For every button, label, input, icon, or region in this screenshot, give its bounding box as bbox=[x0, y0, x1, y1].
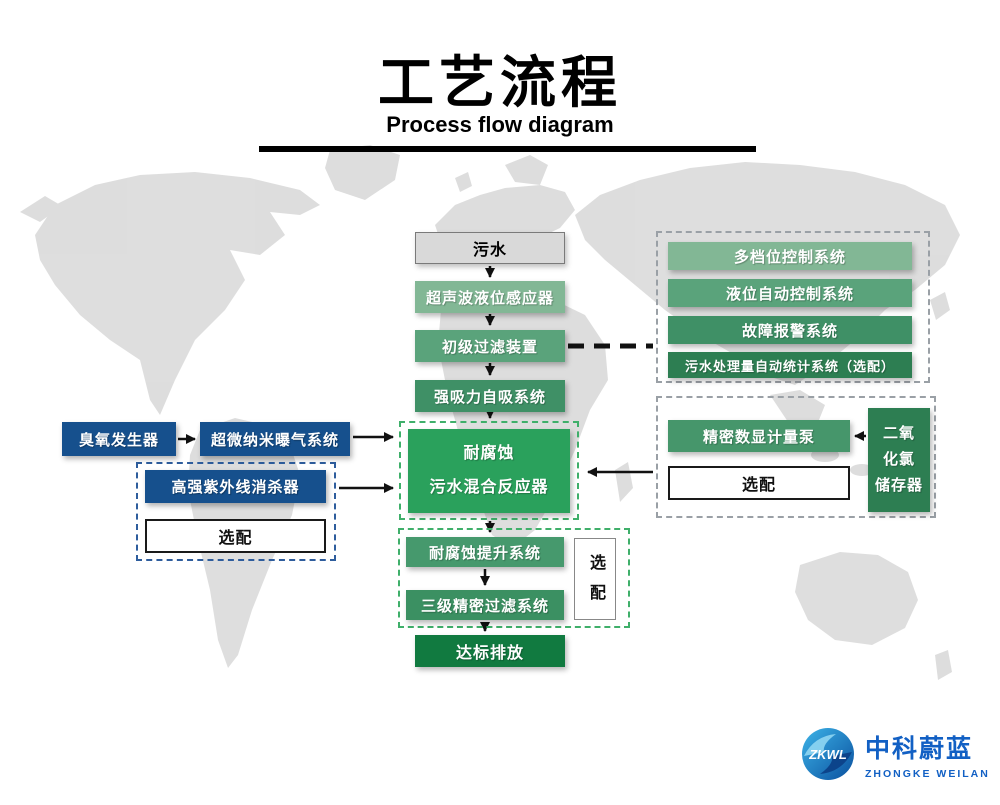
dosing-optional-box: 选配 bbox=[668, 466, 850, 500]
flow-box-ozone-generator: 臭氧发生器 bbox=[62, 422, 176, 456]
reactor-label-line1: 耐腐蚀 bbox=[463, 445, 515, 463]
flow-box-primary-filter: 初级过滤装置 bbox=[415, 330, 565, 362]
zkwl-logo-icon: ZKWL bbox=[802, 728, 854, 780]
optional-vertical-label: 选配 bbox=[587, 554, 604, 614]
reactor-label-line2: 污水混合反应器 bbox=[429, 479, 549, 496]
page-title: 工艺流程 bbox=[378, 51, 622, 114]
zkwl-logo: ZKWL 中科蔚蓝 ZHONGKE WEILAN bbox=[800, 726, 990, 782]
control-panel-item-auto-level: 液位自动控制系统 bbox=[668, 279, 912, 307]
control-panel-item-multi-gear: 多档位控制系统 bbox=[668, 242, 912, 270]
flow-box-sewage-source: 污水 bbox=[415, 232, 565, 264]
control-panel-item-auto-statistics: 污水处理量自动统计系统（选配） bbox=[668, 352, 912, 378]
storage-label-line2: 化氯 bbox=[882, 450, 915, 468]
flow-box-chlorine-storage: 二氧 化氯 储存器 bbox=[868, 408, 930, 512]
flow-box-uv-sterilizer: 高强紫外线消杀器 bbox=[145, 470, 326, 503]
storage-label-line1: 二氧 bbox=[882, 424, 915, 442]
flow-box-ultrasonic-level-sensor: 超声波液位感应器 bbox=[415, 281, 565, 313]
reactor-dashed-frame bbox=[399, 421, 579, 520]
control-panel-dashed-frame bbox=[656, 231, 930, 383]
storage-label-line3: 储存器 bbox=[874, 477, 923, 495]
flow-box-discharge: 达标排放 bbox=[415, 635, 565, 667]
ozone-optional-box: 选配 bbox=[145, 519, 326, 553]
flow-box-metering-pump: 精密数显计量泵 bbox=[668, 420, 850, 452]
page-subtitle: Process flow diagram bbox=[386, 112, 614, 137]
logo-abbr-text: ZKWL bbox=[808, 747, 847, 762]
flow-box-mixing-reactor: 耐腐蚀 污水混合反应器 bbox=[408, 429, 570, 513]
flow-box-tertiary-filter: 三级精密过滤系统 bbox=[406, 590, 564, 620]
flow-box-nano-aeration: 超微纳米曝气系统 bbox=[200, 422, 350, 456]
flow-box-suction-system: 强吸力自吸系统 bbox=[415, 380, 565, 412]
title-underline bbox=[259, 146, 756, 152]
uv-group-dashed-frame bbox=[136, 462, 336, 561]
flow-box-corrosion-lift: 耐腐蚀提升系统 bbox=[406, 537, 564, 567]
optional-vertical-box: 选配 bbox=[574, 538, 616, 620]
control-panel-item-fault-alarm: 故障报警系统 bbox=[668, 316, 912, 344]
dosing-panel-dashed-frame bbox=[656, 396, 936, 518]
logo-name-zh: 中科蔚蓝 bbox=[865, 734, 974, 763]
logo-name-en: ZHONGKE WEILAN bbox=[865, 767, 990, 780]
lift-group-dashed-frame bbox=[398, 528, 630, 628]
